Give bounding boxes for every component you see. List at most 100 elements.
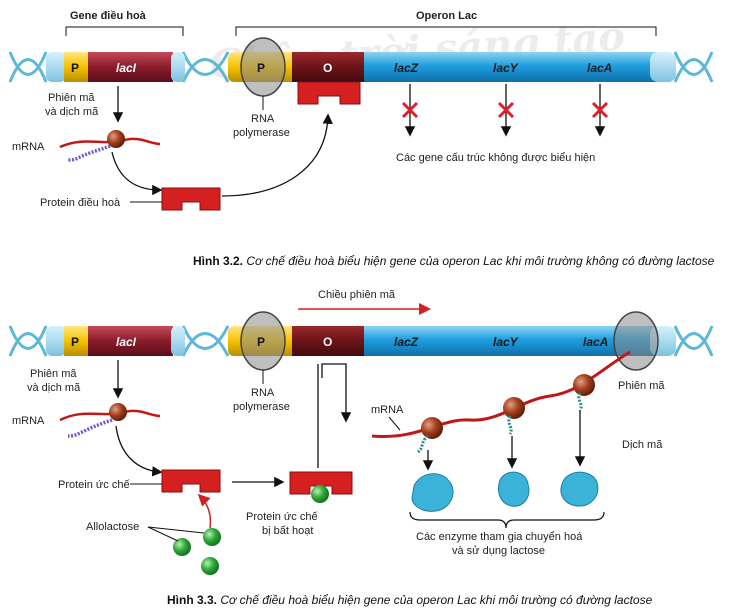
dna2-helix-right-2 <box>673 332 714 357</box>
repressor-protein <box>161 469 221 493</box>
rna-polymerase-label-2b: polymerase <box>233 401 290 413</box>
dna-helix-left-2 <box>8 58 48 83</box>
transcription-translation-label-2a: Phiên mã <box>30 368 77 380</box>
inactivated-repressor-label-b: bị bất hoạt <box>262 525 313 537</box>
laci2-gene-block <box>88 326 173 356</box>
enzyme-lacz <box>411 473 454 512</box>
operator-block <box>292 52 364 82</box>
rna-polymerase-P-label: P <box>257 61 265 75</box>
ribosome-lacz <box>421 417 443 439</box>
allolactose-label: Allolactose <box>86 521 139 533</box>
laci2-gene-label: lacI <box>116 335 137 349</box>
repressor-label: Protein ức chế <box>58 479 130 491</box>
lacz-inhibited <box>401 84 419 137</box>
regulator-promoter-label: P <box>71 61 79 75</box>
laci-gene-block <box>88 52 173 82</box>
regulator-promoter-block <box>64 52 88 82</box>
enzymes-label-a: Các enzyme tham gia chuyển hoá <box>416 531 583 543</box>
protein-to-operator-arrow <box>221 113 333 197</box>
operon-cap-right <box>650 52 676 82</box>
laca2-label: lacA <box>583 335 608 349</box>
not-expressed-label: Các gene cấu trúc không được biểu hiện <box>396 152 595 164</box>
laci-gene-label: lacI <box>116 61 137 75</box>
structural2-genes-block <box>364 326 656 356</box>
inactivated-repressor-label-a: Protein ức chế <box>246 511 318 523</box>
rna-polymerase-label-2a: RNA <box>251 387 275 399</box>
translation-label: Dịch mã <box>622 439 663 451</box>
lacy-inhibited <box>497 84 515 137</box>
operator-label: O <box>323 61 332 75</box>
mrna-right-pointer <box>388 416 401 431</box>
transcription-translation-label-1a: Phiên mã <box>48 92 95 104</box>
regulator2-cap-left <box>46 326 66 356</box>
operon-lac-header: Operon Lac <box>416 10 477 22</box>
ribosome-laca <box>573 374 595 396</box>
laca-inhibited <box>591 84 609 137</box>
operator2-label: O <box>323 335 332 349</box>
laca-label: lacA <box>587 61 612 75</box>
allolactose-molecule-2 <box>203 528 221 546</box>
figure-3-2-caption: Hình 3.2. Cơ chế điều hoà biểu hiện gene… <box>193 254 715 268</box>
peptide-laca <box>577 392 583 411</box>
polycistronic-mrna <box>371 350 631 438</box>
figure-3-2: Gene điều hoà Operon Lac P lacI O lacZ l… <box>8 10 715 268</box>
allolactose-molecule-3 <box>201 557 219 575</box>
allolactose-binding-arrow <box>197 493 212 529</box>
regulator2-promoter-label: P <box>71 335 79 349</box>
allolactose-molecule-1 <box>173 538 191 556</box>
regulator2-cap-right <box>171 326 185 356</box>
mrna-strand-1 <box>59 137 161 149</box>
operator-release-arrow <box>321 363 352 423</box>
lacz2-label: lacZ <box>394 335 419 349</box>
dna2-helix-left-1 <box>8 325 48 350</box>
peptide-lacz <box>417 434 429 454</box>
polypeptide-1 <box>67 144 111 162</box>
rna-polymerase-transcribing <box>613 311 659 371</box>
dna-helix-right-2 <box>673 58 714 83</box>
regulator-bracket <box>65 26 184 36</box>
mrna-label-1: mRNA <box>12 141 45 153</box>
operator2-block <box>292 326 364 356</box>
transcription-label: Phiên mã <box>618 380 665 392</box>
rna-polymerase2-P-label: P <box>257 335 265 349</box>
enzymes-brace <box>409 511 605 529</box>
regulatory-protein-label: Protein điều hoà <box>40 197 121 209</box>
ribosome-lacy <box>503 397 525 419</box>
dna2-helix-right-1 <box>673 325 714 350</box>
dna2-helix-mid-1 <box>181 325 230 350</box>
figure-3-3: Chiều phiên mã P lacI O lacZ lacY lacA P… <box>8 289 714 607</box>
rna-polymerase-label-1a: RNA <box>251 113 275 125</box>
dna2-helix-left-2 <box>8 332 48 357</box>
lacy2-label: lacY <box>493 335 519 349</box>
regulator-cap-right <box>171 52 185 82</box>
enzymes-label-b: và sử dụng lactose <box>452 545 545 557</box>
transcription-translation-label-2b: và dịch mã <box>27 382 81 394</box>
allolactose-pointer-2 <box>147 526 205 534</box>
translation-to-protein-arrow-1 <box>111 151 163 196</box>
operon-bracket <box>235 26 657 36</box>
mrna-label-right: mRNA <box>371 404 404 416</box>
ribosome-2 <box>109 403 127 421</box>
regulatory-protein-1 <box>161 187 221 211</box>
transcription-direction-label: Chiều phiên mã <box>318 289 396 301</box>
inactivated-repressor <box>289 471 353 495</box>
dna-helix-right-1 <box>673 51 714 76</box>
dna-helix-left-1 <box>8 51 48 76</box>
rna-polymerase-label-1b: polymerase <box>233 127 290 139</box>
enzyme-lacy <box>498 471 530 507</box>
regulator-gene-header: Gene điều hoà <box>70 10 147 22</box>
structural-genes-block <box>364 52 656 82</box>
peptide-lacy <box>507 415 513 435</box>
ribosome-1 <box>107 130 125 148</box>
lacz-label: lacZ <box>394 61 419 75</box>
mrna-label-2: mRNA <box>12 415 45 427</box>
figure-3-3-caption: Hình 3.3. Cơ chế điều hoà biểu hiện gene… <box>167 593 653 607</box>
bound-allolactose <box>311 485 329 503</box>
repressor-bound-operator <box>297 81 361 105</box>
polypeptide-2 <box>67 418 113 438</box>
transcription-translation-label-1b: và dịch mã <box>45 106 99 118</box>
translation-to-repressor-arrow <box>115 425 163 477</box>
lacy-label: lacY <box>493 61 519 75</box>
dna-helix-mid-1 <box>181 51 230 76</box>
